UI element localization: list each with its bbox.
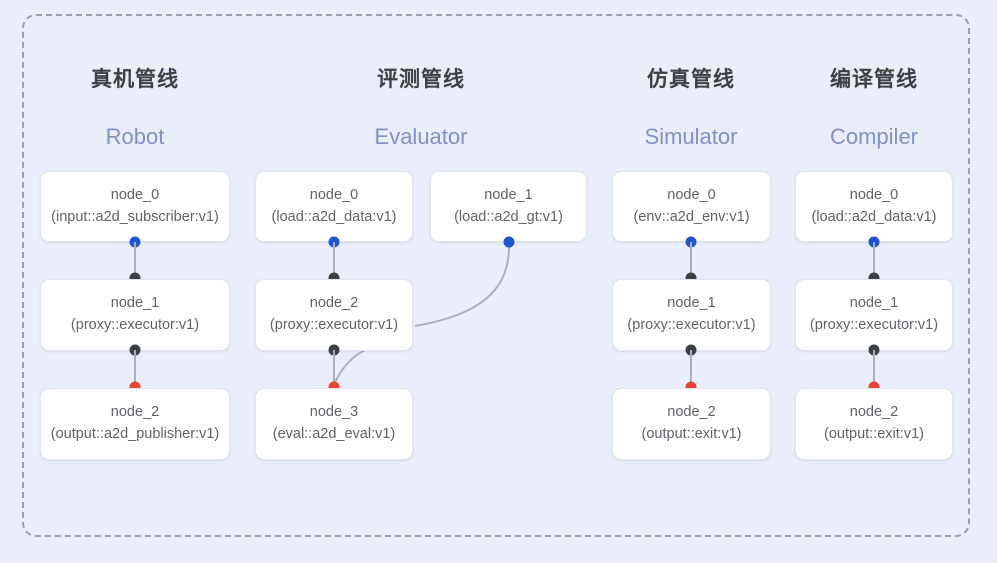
port-in-evaluator-2-top[interactable] [328, 272, 340, 284]
node-name: node_0 [309, 186, 359, 203]
node-evaluator-1[interactable]: node_1 (load::a2d_gt:v1) [430, 171, 587, 242]
column-title-cn-robot: 真机管线 [91, 68, 179, 91]
node-name: node_2 [667, 404, 716, 421]
port-in-evaluator-3[interactable] [328, 381, 340, 393]
port-in-compiler-2[interactable] [868, 381, 880, 393]
node-spec: (proxy::executor:v1) [269, 317, 399, 333]
node-name: node_0 [110, 186, 160, 203]
column-title-en-simulator: Simulator [644, 124, 738, 149]
edge-evaluator-0-to-2 [333, 242, 335, 278]
node-name: node_3 [309, 404, 359, 421]
port-in-compiler-1[interactable] [868, 272, 880, 284]
port-in-robot-1[interactable] [129, 272, 141, 284]
node-simulator-1[interactable]: node_1 (proxy::executor:v1) [612, 279, 771, 351]
node-name: node_2 [110, 404, 160, 421]
edge-simulator-0-to-1 [690, 242, 692, 278]
node-compiler-2[interactable]: node_2 (output::exit:v1) [795, 388, 953, 460]
node-evaluator-2[interactable]: node_2 (proxy::executor:v1) [255, 279, 413, 351]
node-simulator-0[interactable]: node_0 (env::a2d_env:v1) [612, 171, 771, 242]
node-name: node_1 [667, 295, 716, 312]
node-spec: (proxy::executor:v1) [70, 317, 200, 333]
edge-simulator-1-to-2 [690, 350, 692, 387]
column-title-en-compiler: Compiler [829, 124, 919, 149]
port-in-simulator-1[interactable] [685, 272, 697, 284]
node-name: node_2 [849, 404, 899, 421]
node-name: node_1 [110, 295, 160, 312]
column-title-en-robot: Robot [105, 124, 165, 149]
node-spec: (proxy::executor:v1) [627, 317, 756, 333]
edge-robot-1-to-2 [134, 350, 136, 387]
node-robot-0[interactable]: node_0 (input::a2d_subscriber:v1) [40, 171, 230, 242]
node-spec: (proxy::executor:v1) [809, 317, 939, 333]
edge-compiler-0-to-1 [873, 242, 875, 278]
node-evaluator-3[interactable]: node_3 (eval::a2d_eval:v1) [255, 388, 413, 460]
pipeline-group-frame [22, 14, 970, 537]
column-title-cn-evaluator: 评测管线 [377, 68, 465, 91]
node-name: node_0 [849, 186, 899, 203]
node-spec: (env::a2d_env:v1) [633, 208, 750, 225]
node-spec: (eval::a2d_eval:v1) [272, 426, 396, 442]
node-name: node_1 [849, 295, 899, 312]
node-name: node_1 [484, 186, 533, 203]
node-spec: (input::a2d_subscriber:v1) [51, 208, 219, 225]
node-robot-1[interactable]: node_1 (proxy::executor:v1) [40, 279, 230, 351]
column-title-cn-simulator: 仿真管线 [647, 68, 735, 91]
node-compiler-1[interactable]: node_1 (proxy::executor:v1) [795, 279, 953, 351]
node-name: node_2 [309, 295, 359, 312]
node-spec: (output::exit:v1) [641, 426, 742, 442]
port-out-evaluator-1[interactable] [503, 236, 515, 248]
node-name: node_0 [667, 186, 716, 203]
edge-compiler-1-to-2 [873, 350, 875, 387]
node-spec: (output::exit:v1) [824, 426, 924, 442]
column-title-en-evaluator: Evaluator [374, 124, 468, 149]
node-spec: (output::a2d_publisher:v1) [50, 426, 220, 442]
edge-robot-0-to-1 [134, 242, 136, 278]
node-spec: (load::a2d_gt:v1) [454, 208, 563, 225]
node-spec: (load::a2d_data:v1) [811, 208, 937, 225]
port-in-simulator-2[interactable] [685, 381, 697, 393]
edge-evaluator-2-to-3 [333, 350, 335, 387]
node-spec: (load::a2d_data:v1) [271, 208, 397, 225]
node-robot-2[interactable]: node_2 (output::a2d_publisher:v1) [40, 388, 230, 460]
node-compiler-0[interactable]: node_0 (load::a2d_data:v1) [795, 171, 953, 242]
column-title-cn-compiler: 编译管线 [830, 68, 918, 91]
port-in-robot-2[interactable] [129, 381, 141, 393]
node-simulator-2[interactable]: node_2 (output::exit:v1) [612, 388, 771, 460]
node-evaluator-0[interactable]: node_0 (load::a2d_data:v1) [255, 171, 413, 242]
